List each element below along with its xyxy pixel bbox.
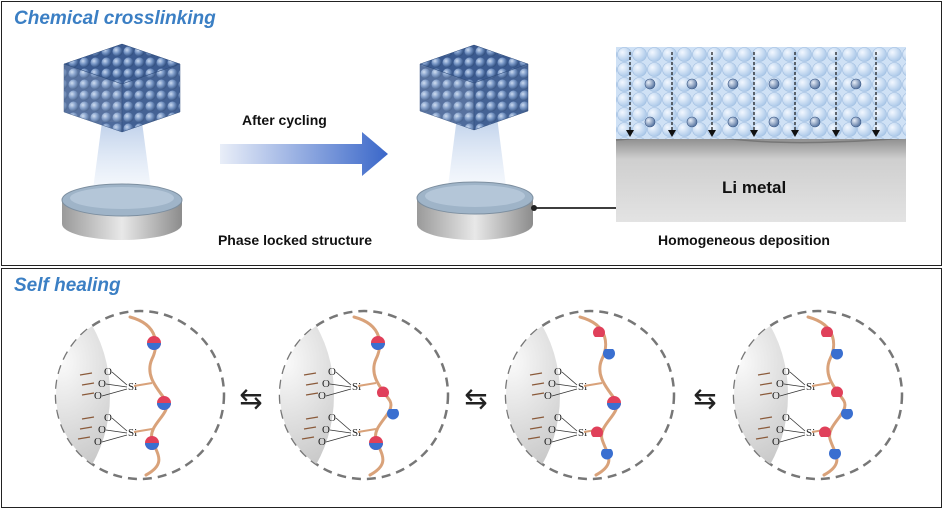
- surface-bond: [759, 416, 773, 420]
- surface-bond: [79, 372, 93, 376]
- open-group-blue: [387, 409, 399, 420]
- open-group-blue: [601, 449, 613, 460]
- left-light-beam: [92, 122, 152, 197]
- panel-title: Chemical crosslinking: [14, 8, 216, 29]
- middle-electrode-device: [416, 44, 616, 240]
- after-cycling-arrow: [220, 132, 388, 176]
- bonded-group-blue: [369, 443, 383, 450]
- open-group-blue: [829, 449, 841, 460]
- self-healing-panel: Self healing O O O Si ⇆ ⇆ ⇆: [1, 268, 942, 508]
- surface-bond: [531, 382, 545, 386]
- chemical-crosslinking-panel: Chemical crosslinking: [1, 1, 942, 266]
- surface-bond: [759, 392, 773, 396]
- open-group-blue: [841, 409, 853, 420]
- lattice-grid: [616, 47, 906, 139]
- surface-bond: [757, 426, 771, 430]
- li-metal-block: [616, 138, 906, 222]
- open-group-red: [819, 426, 831, 437]
- li-ion-arrows: [629, 52, 877, 132]
- surface-bond: [81, 416, 95, 420]
- crosslinking-graphics: [61, 43, 907, 240]
- surface-bond: [757, 372, 771, 376]
- surface-bond: [81, 382, 95, 386]
- surface-bond: [531, 392, 545, 396]
- right-caption: Homogeneous deposition: [658, 232, 830, 248]
- surface-bond: [529, 426, 543, 430]
- arrow-label: After cycling: [242, 112, 327, 128]
- surface-bond: [301, 436, 315, 440]
- left-caption: Phase locked structure: [217, 232, 373, 248]
- open-group-red: [821, 326, 833, 337]
- surface-bond: [527, 436, 541, 440]
- open-group-blue: [603, 349, 615, 360]
- bonded-group-blue: [157, 403, 171, 410]
- open-group-red: [593, 326, 605, 337]
- left-electrode-device: [61, 43, 183, 240]
- li-ion-arrowheads: [626, 130, 880, 137]
- equilibrium-arrow-1: ⇆: [239, 383, 263, 414]
- surface-bond: [77, 436, 91, 440]
- surface-bond: [303, 426, 317, 430]
- surface-bond: [531, 416, 545, 420]
- middle-light-beam: [447, 117, 507, 194]
- open-group-red: [377, 386, 389, 397]
- bonded-group-blue: [371, 343, 385, 350]
- surface-bond: [79, 426, 93, 430]
- surface-bond: [303, 372, 317, 376]
- surface-bond: [305, 382, 319, 386]
- left-crystal-cube-right: [121, 63, 181, 133]
- open-group-red: [591, 426, 603, 437]
- li-ions: [644, 78, 862, 128]
- self-healing-graphics: O O O Si: [54, 309, 904, 481]
- surface-bond: [81, 392, 95, 396]
- bonded-group-blue: [607, 403, 621, 410]
- surface-bond: [529, 372, 543, 376]
- equilibrium-arrow-2: ⇆: [464, 383, 488, 414]
- equilibrium-arrow-3: ⇆: [693, 383, 717, 414]
- surface-bond: [305, 392, 319, 396]
- bonded-group-blue: [147, 343, 161, 350]
- surface-bond: [305, 416, 319, 420]
- middle-crystal-cube-right: [473, 63, 529, 131]
- panel-title: Self healing: [14, 275, 121, 296]
- bonded-group-blue: [145, 443, 159, 450]
- open-group-red: [831, 386, 843, 397]
- surface-bond: [759, 382, 773, 386]
- deposition-zoom: [615, 47, 907, 222]
- open-group-blue: [831, 349, 843, 360]
- li-metal-label: Li metal: [722, 178, 787, 197]
- healing-state-1: [54, 309, 226, 481]
- surface-bond: [755, 436, 769, 440]
